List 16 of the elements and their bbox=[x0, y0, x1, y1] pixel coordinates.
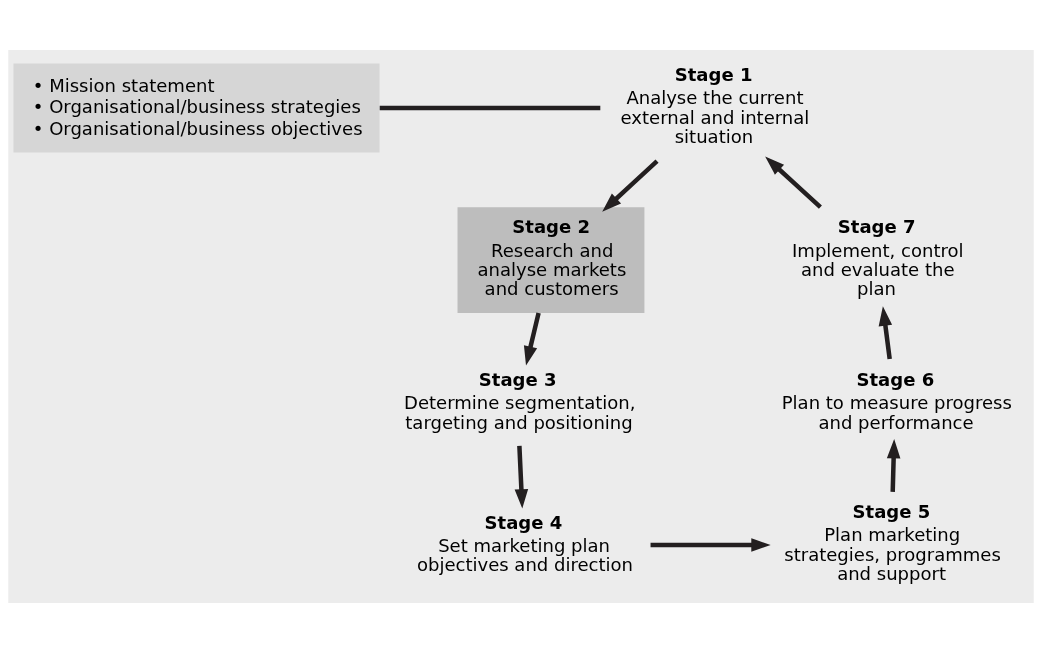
arrow bbox=[523, 312, 541, 366]
node-text: Stage 6 Plan to measure progress and performance bbox=[781, 368, 1012, 433]
node-text: Stage 7 Implement, control and evaluate the plan bbox=[792, 215, 964, 299]
connector bbox=[379, 105, 601, 110]
arrow bbox=[878, 305, 893, 359]
arrow bbox=[514, 445, 529, 509]
arrow bbox=[765, 156, 822, 209]
node-text: Stage 1 Analyse the current external and internal situation bbox=[620, 63, 810, 147]
arrow bbox=[602, 159, 659, 212]
node-text: Stage 4 Set marketing plan objectives and direction bbox=[416, 510, 634, 575]
node-box: • Mission statement • Organisational/business strategies • Organisational/business objectives bbox=[13, 63, 380, 152]
node-box: Stage 2 Research and analyse markets and customers bbox=[457, 206, 645, 313]
arrow bbox=[886, 438, 901, 492]
node-text: Stage 3 Determine segmentation, targeting and positioning bbox=[404, 368, 636, 433]
node-text: Stage 5 Plan marketing strategies, programmes and support bbox=[784, 500, 1001, 584]
arrow bbox=[650, 537, 771, 552]
